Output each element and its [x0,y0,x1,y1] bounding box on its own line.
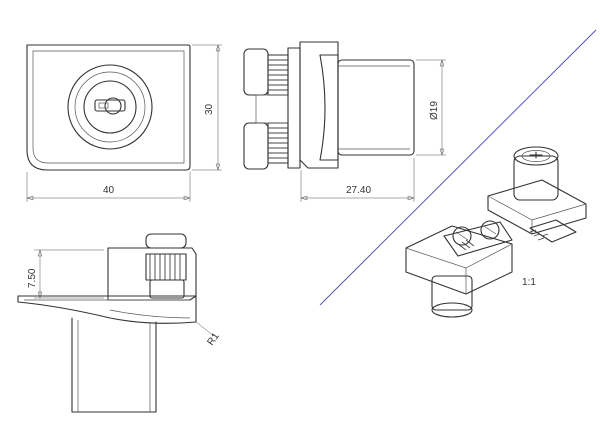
front-view: 40 30 [26,44,222,202]
side-plate [299,41,339,169]
lock-cylinder-ring [74,71,146,143]
iso-left-screw-b [480,220,500,240]
bottom-barrel [71,317,157,413]
bottom-lower-block [149,279,185,299]
side-collar [319,54,339,161]
thread-hatching [268,59,288,159]
dim-front-height: 30 [204,103,215,115]
iso-left-screw-a [452,226,472,246]
dim-bottom-offset: 7.50 [27,268,38,288]
iso-right-barrel-top [513,146,559,166]
side-view: Ø19 27.40 [243,41,446,202]
iso-part-left [405,220,513,318]
side-upper-block [243,48,269,96]
iso-right-key-icon [529,151,543,159]
dim-barrel-diameter: Ø19 [429,101,440,120]
side-lower-block [243,122,269,170]
side-flange [287,47,301,169]
side-barrel [337,59,415,156]
bottom-plate [17,295,197,324]
dim-bottom-radius: R1 [205,331,222,348]
front-body-outline [26,44,191,171]
iso-scale-label: 1:1 [522,277,536,288]
dim-front-width: 40 [103,185,115,196]
lock-cylinder-outer [67,64,153,150]
bottom-view: 7.50 R1 [17,233,222,413]
bottom-body [107,247,197,301]
front-body-inner [32,50,185,164]
iso-part-right [487,146,587,243]
side-web [255,94,289,124]
keyhole-icon [94,97,126,115]
iso-left-barrel [431,275,473,311]
dim-side-length: 27.40 [346,185,371,196]
bottom-screw-head [145,233,187,249]
view-separator [319,29,597,306]
lock-cylinder-face [83,80,137,134]
